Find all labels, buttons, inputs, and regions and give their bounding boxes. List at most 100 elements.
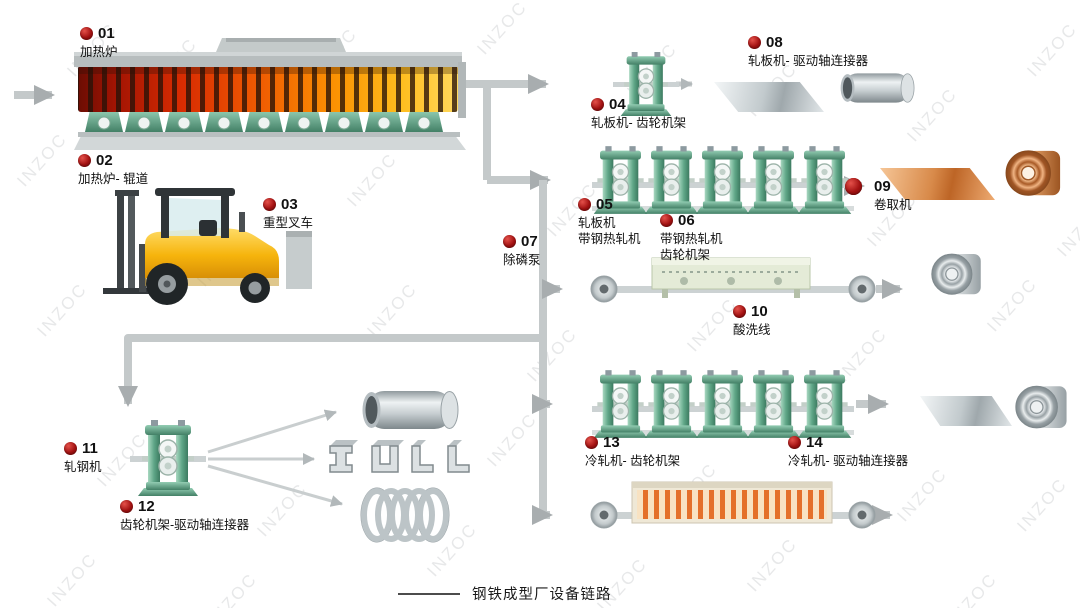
striped-process-line	[590, 481, 876, 529]
marker-dot-icon	[503, 235, 516, 248]
arrow-to-tube	[207, 409, 337, 454]
profiles-shapes	[329, 445, 470, 473]
marker-11-rolling-mill: 11 轧钢机	[64, 440, 102, 475]
steel-tube-icon	[840, 72, 915, 104]
forklift-rear-wheel	[240, 273, 270, 303]
pickling-line-illustration	[590, 257, 876, 303]
marker-number: 14	[806, 434, 823, 451]
marker-dot-icon	[845, 178, 862, 195]
marker-label: 加热炉- 辊道	[78, 172, 149, 186]
marker-dot-icon	[733, 305, 746, 318]
marker-03-forklift: 03 重型叉车	[263, 196, 313, 231]
entry-roller	[590, 501, 618, 529]
marker-01-heating-furnace: 01 加热炉	[80, 25, 118, 60]
marker-dot-icon	[80, 27, 93, 40]
mill-stand-icon	[797, 146, 852, 214]
striped-box	[631, 481, 833, 524]
forklift-cabin	[155, 188, 245, 238]
marker-number: 03	[281, 196, 298, 213]
marker-label: 卷取机	[874, 198, 912, 212]
heating-furnace-illustration	[74, 38, 466, 150]
mill-stand-icon	[695, 370, 750, 438]
marker-label: 酸洗线	[733, 323, 771, 337]
mill11-rolling-mill	[130, 420, 206, 496]
marker-dot-icon	[660, 214, 673, 227]
legend: 钢铁成型厂设备链路	[398, 583, 612, 604]
marker-07-descaling-pump: 07 除磷泵	[503, 233, 541, 268]
marker-13-cold-mill-gear-stand: 13 冷轧机- 齿轮机架	[585, 434, 680, 469]
profiles-3d-tops	[330, 440, 462, 446]
marker-number: 09	[874, 178, 891, 195]
marker-dot-icon	[585, 436, 598, 449]
marker-number: 12	[138, 498, 155, 515]
marker-04-gear-stand: 04 轧板机- 齿轮机架	[591, 96, 686, 131]
steel-profiles-icon	[329, 440, 470, 473]
marker-label: 除磷泵	[503, 253, 541, 267]
marker-number: 13	[603, 434, 620, 451]
forklift-front-wheel	[146, 263, 188, 305]
marker-dot-icon	[748, 36, 761, 49]
marker-dot-icon	[591, 98, 604, 111]
marker-dot-icon	[578, 198, 591, 211]
gray-panel	[286, 231, 312, 289]
marker-05-hot-strip-mill: 05 轧板机 带钢热轧机	[578, 196, 641, 248]
marker-dot-icon	[120, 500, 133, 513]
marker-number: 01	[98, 25, 115, 42]
marker-label: 轧板机- 驱动轴连接器	[748, 54, 869, 68]
marker-dot-icon	[78, 154, 91, 167]
marker-number: 04	[609, 96, 626, 113]
arrow-to-spring	[207, 464, 343, 507]
fan-out-lines	[207, 409, 343, 507]
marker-label: 重型叉车	[263, 216, 314, 230]
marker-label: 轧板机 带钢热轧机	[578, 216, 641, 247]
marker-dot-icon	[788, 436, 801, 449]
marker-number: 10	[751, 303, 768, 320]
marker-number: 08	[766, 34, 783, 51]
line-to-mill11	[118, 334, 543, 407]
forklift-illustration	[103, 188, 312, 305]
marker-label: 带钢热轧机 齿轮机架	[660, 232, 723, 263]
marker-number: 11	[82, 440, 98, 457]
marker-12-gear-stand-connector: 12 齿轮机架-驱动轴连接器	[120, 498, 249, 533]
mill-stand-icon	[797, 370, 852, 438]
marker-label: 冷轧机- 驱动轴连接器	[788, 454, 909, 468]
mill-stand-icon	[644, 146, 699, 214]
marker-number: 07	[521, 233, 538, 250]
entry-roller	[590, 275, 618, 303]
hot-strip-mill-train	[592, 146, 854, 214]
marker-label: 轧钢机	[64, 460, 102, 474]
mill04-gear-stand	[613, 52, 679, 116]
marker-10-pickling-line: 10 酸洗线	[733, 303, 771, 338]
marker-number: 06	[678, 212, 695, 229]
furnace-hot-chamber	[78, 66, 458, 112]
marker-number: 02	[96, 152, 113, 169]
furnace-roller-table	[85, 110, 443, 132]
wire-spring-icon	[360, 487, 450, 543]
mill-stand-icon	[746, 370, 801, 438]
forklift-underbody	[145, 278, 279, 286]
furnace-base-platform	[74, 132, 466, 150]
marker-09-coiler: 09 卷取机	[845, 178, 912, 213]
marker-label: 齿轮机架-驱动轴连接器	[120, 518, 250, 532]
mill-stand-icon	[746, 146, 801, 214]
marker-label: 冷轧机- 齿轮机架	[585, 454, 681, 468]
marker-08-drive-shaft-connector: 08 轧板机- 驱动轴连接器	[748, 34, 868, 69]
steel-coil-icon	[1015, 385, 1068, 429]
steel-coil-icon	[931, 253, 982, 295]
marker-14-cold-mill-connector: 14 冷轧机- 驱动轴连接器	[788, 434, 908, 469]
marker-dot-icon	[64, 442, 77, 455]
marker-dot-icon	[263, 198, 276, 211]
mill-stand-icon	[695, 146, 750, 214]
marker-02-roller-table: 02 加热炉- 辊道	[78, 152, 148, 187]
forklift-mast	[103, 190, 149, 294]
marker-06-mill-gear-stand: 06 带钢热轧机 齿轮机架	[660, 212, 723, 264]
legend-text: 钢铁成型厂设备链路	[472, 587, 612, 603]
cold-mill-train	[592, 370, 854, 438]
exit-roller	[848, 501, 876, 529]
gear-stand-icon	[137, 420, 199, 496]
forklift-body	[145, 228, 279, 278]
legend-line	[398, 592, 460, 595]
marker-label: 加热炉	[80, 45, 118, 59]
